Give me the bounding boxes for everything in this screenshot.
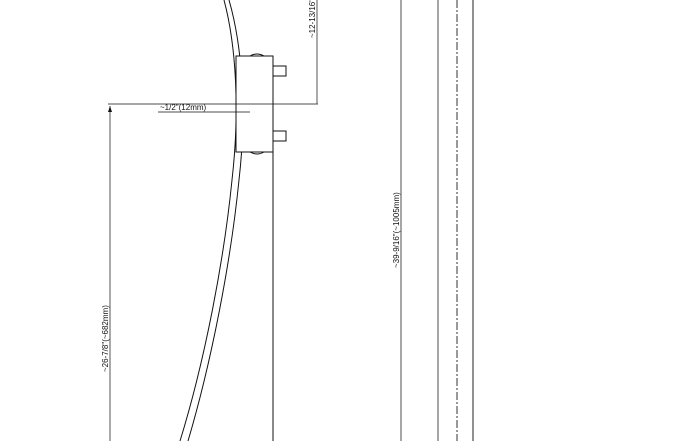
curved-bar-outer [179,0,237,441]
mount-pin-lower [272,130,287,142]
dim-label-top: ~12-13/16" [308,0,317,38]
mount-block-top-cap [249,53,265,57]
mount-pin-upper [272,65,287,77]
dim-label-total: ~39-9/16"(~1005mm) [392,192,401,268]
dim-label-offset: ~1/2"(12mm) [160,103,207,112]
curved-bar-inner [187,0,244,441]
mount-block-bottom-cap [249,151,265,155]
arrow-icon [108,106,112,112]
dim-label-lower: ~26-7/8"(~682mm) [101,305,110,372]
